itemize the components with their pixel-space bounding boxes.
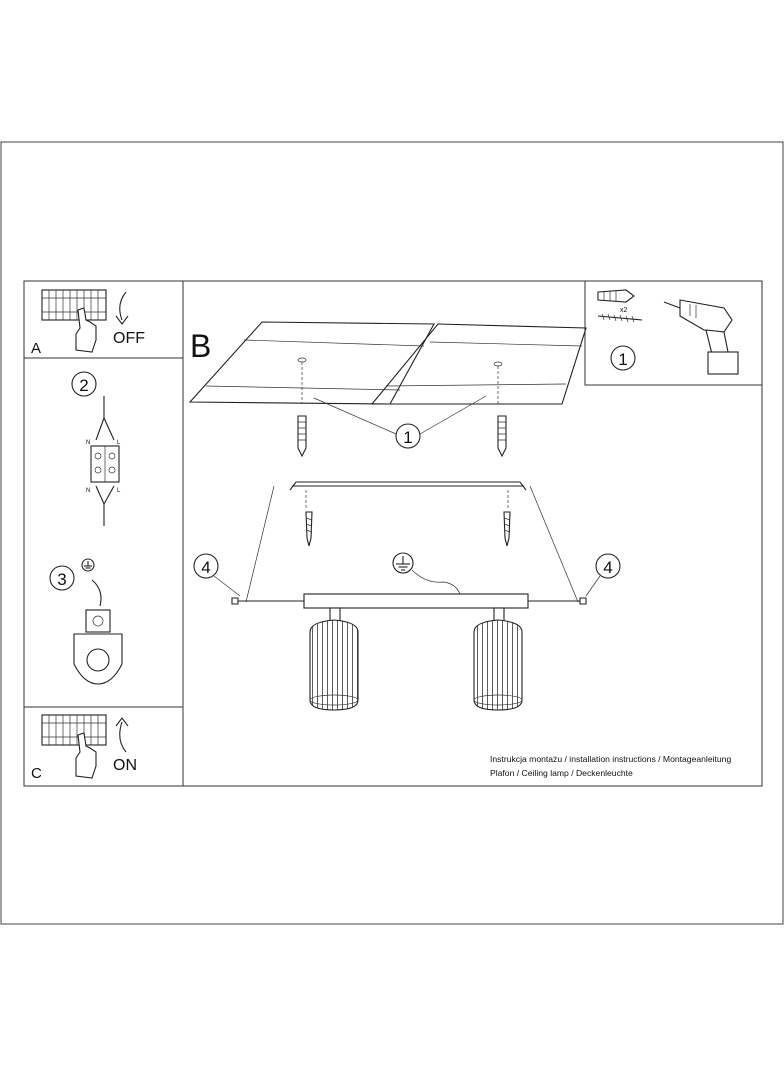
wiring-step: 2 N L N L [71, 371, 121, 526]
quantity-label: x2 [620, 307, 628, 314]
panel-a-letter: A [31, 340, 41, 357]
wall-plug-icon [297, 415, 507, 458]
step-2-number: 2 [79, 376, 88, 395]
tools-box: x2 1 [584, 280, 763, 386]
caption-line-1: Instrukcja montażu / installation instru… [490, 754, 731, 764]
arrow-up-icon [115, 717, 129, 753]
hand-icon [75, 732, 97, 779]
drill-icon [663, 299, 739, 375]
screw-callout-left: 4 [201, 558, 210, 577]
drill-marks [297, 357, 503, 404]
off-label: OFF [113, 330, 145, 347]
caption-line-2: Plafon / Ceiling lamp / Deckenleuchte [490, 768, 633, 778]
terminal-l-bottom: L [117, 488, 121, 494]
ground-symbol-icon [392, 552, 414, 574]
wall-plug-icon [597, 289, 635, 303]
arrow-down-icon [115, 291, 129, 325]
screw-icon [597, 313, 643, 323]
mount-callout-number: 1 [403, 428, 412, 447]
ground-symbol-icon [81, 558, 95, 572]
screw-callout-right: 4 [603, 558, 612, 577]
on-label: ON [113, 757, 137, 774]
ground-step: 3 [49, 558, 123, 685]
terminal-n-top: N [86, 440, 90, 446]
screw-icon [305, 511, 511, 547]
terminal-l-top: L [117, 440, 121, 446]
step-3-number: 3 [57, 570, 66, 589]
breaker-panel-icon [41, 714, 107, 746]
panel-a: A OFF [24, 289, 183, 359]
tools-step-number: 1 [618, 350, 627, 369]
ground-terminal-icon [73, 609, 123, 685]
instruction-frame [23, 280, 763, 787]
panel-b: B 1 [188, 321, 731, 778]
panel-c: C ON [24, 706, 183, 782]
panel-c-letter: C [31, 765, 42, 782]
mounting-bracket [289, 481, 527, 508]
panel-b-letter: B [190, 328, 211, 364]
page-frame [0, 141, 784, 925]
terminal-block-icon [90, 396, 120, 526]
terminal-n-bottom: N [86, 488, 90, 494]
breaker-panel-icon [41, 289, 107, 321]
hand-icon [75, 307, 97, 353]
ceiling-panels [188, 321, 587, 405]
ceiling-lamp [303, 593, 529, 711]
